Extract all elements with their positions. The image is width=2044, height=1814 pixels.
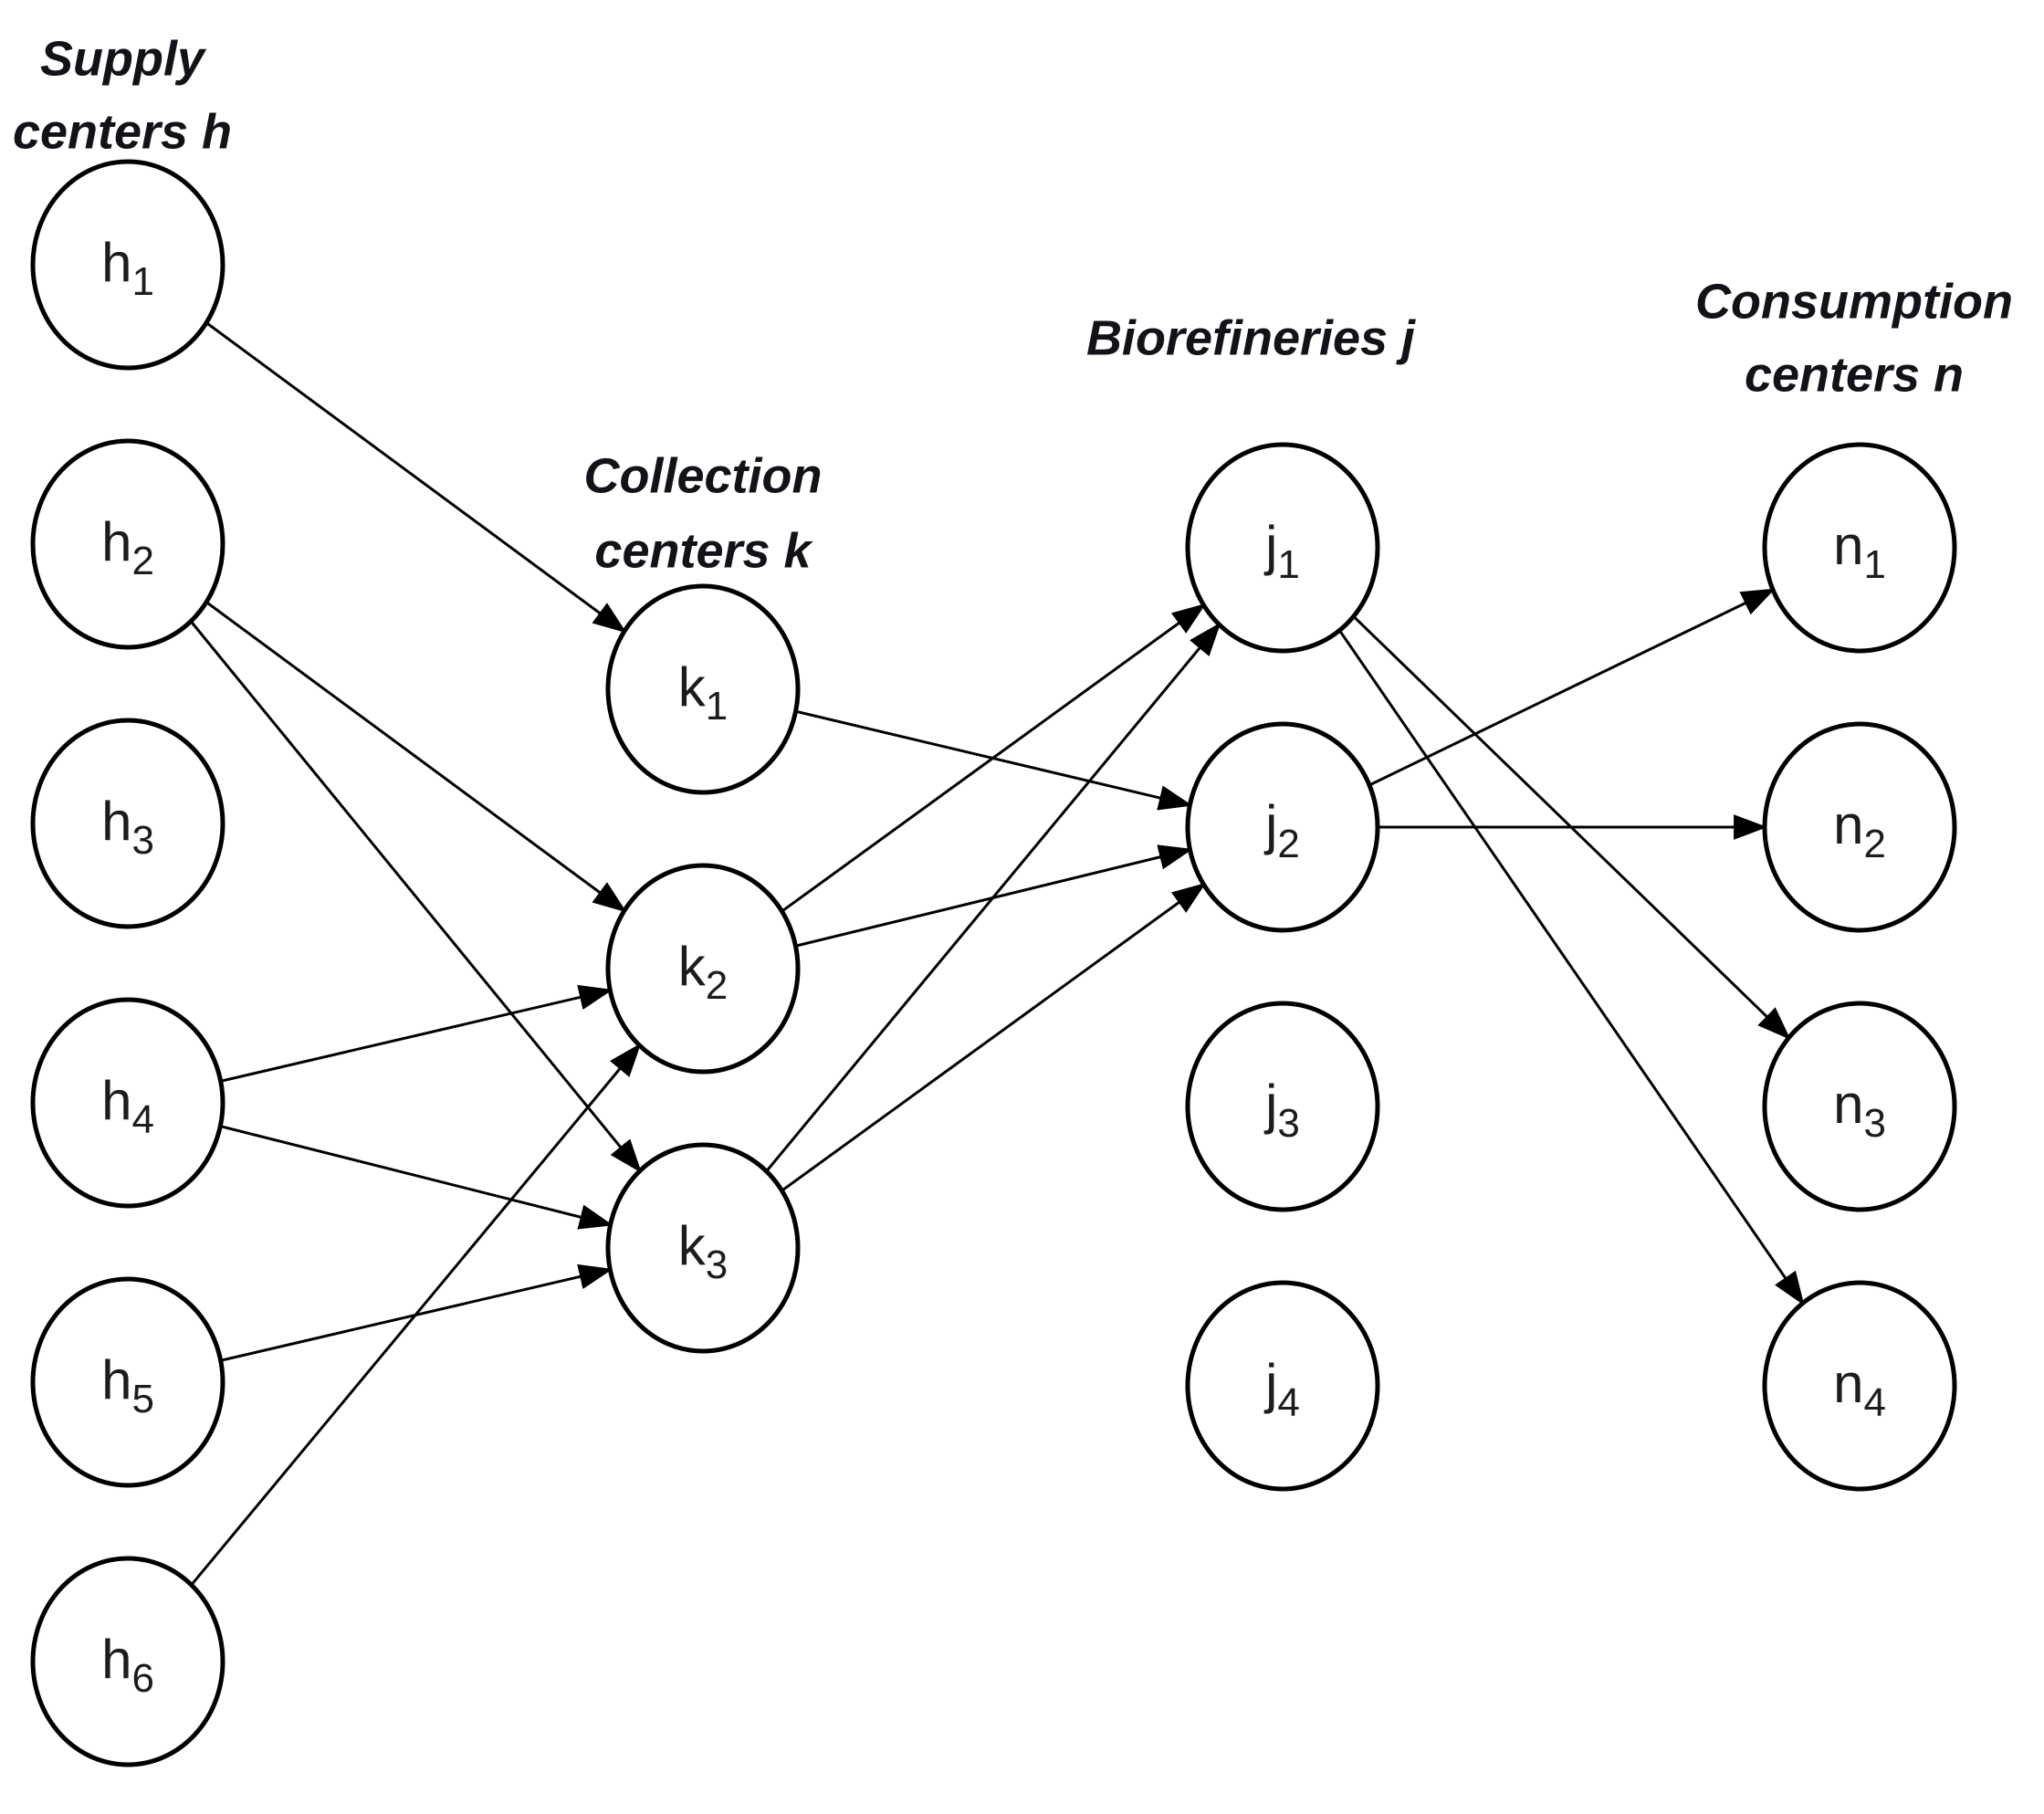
node-h2: h2 [30, 438, 225, 650]
node-n4: n4 [1762, 1280, 1957, 1492]
node-label-h6: h6 [101, 1629, 154, 1701]
node-circle-h3 [30, 718, 225, 929]
node-label-k2: k2 [678, 936, 728, 1008]
consumption-centers-header-line-1: Consumption [1695, 274, 2013, 329]
node-circle-k2 [605, 863, 801, 1075]
node-h6: h6 [30, 1556, 225, 1767]
edge-k3-j2 [781, 882, 1207, 1192]
edge-h4-k3 [219, 1125, 613, 1230]
node-circle-n1 [1762, 442, 1957, 654]
node-label-k3: k3 [678, 1215, 728, 1287]
node-j4: j4 [1185, 1280, 1380, 1492]
edges-layer [189, 321, 1805, 1587]
node-circle-j2 [1185, 721, 1380, 933]
node-label-h1: h1 [101, 232, 154, 304]
node-circle-n4 [1762, 1280, 1957, 1492]
edge-k3-j1 [765, 622, 1221, 1172]
node-circle-n2 [1762, 721, 1957, 933]
node-k1: k1 [605, 583, 801, 795]
biorefineries-header-line-1: Biorefineries j [1086, 310, 1416, 365]
node-n2: n2 [1762, 721, 1957, 933]
node-circle-k1 [605, 583, 801, 795]
node-h1: h1 [30, 159, 225, 371]
node-label-h2: h2 [101, 511, 154, 583]
node-label-j4: j4 [1263, 1353, 1300, 1425]
node-circle-k3 [605, 1142, 801, 1354]
node-circle-h6 [30, 1556, 225, 1767]
supply-centers-header-line-2: centers h [13, 104, 232, 159]
node-label-j2: j2 [1263, 794, 1300, 866]
edge-k2-j1 [781, 603, 1207, 913]
collection-centers-header-line-2: centers k [594, 523, 813, 578]
node-label-n2: n2 [1833, 794, 1886, 866]
node-circle-n3 [1762, 1001, 1957, 1212]
node-label-n1: n1 [1833, 515, 1886, 587]
headers-layer: Supply centers h Collection centers k Bioref… [13, 31, 2013, 578]
node-j1: j1 [1185, 442, 1380, 654]
node-h5: h5 [30, 1276, 225, 1488]
edge-j2-n1 [1368, 588, 1776, 787]
edge-h2-k2 [205, 601, 627, 913]
edge-j1-n4 [1338, 629, 1805, 1306]
node-label-j3: j3 [1263, 1074, 1300, 1146]
edge-h1-k1 [205, 321, 627, 634]
node-j3: j3 [1185, 1001, 1380, 1212]
edge-h4-k2 [220, 984, 613, 1083]
node-k3: k3 [605, 1142, 801, 1354]
nodes-layer: h1 h2 h3 h4 h5 h6 k1 k2 k3 j1 j2 j3 j4 n1 n2 n3 n4 [30, 159, 1957, 1767]
node-h3: h3 [30, 718, 225, 929]
node-n1: n1 [1762, 442, 1957, 654]
node-circle-h2 [30, 438, 225, 650]
node-label-n3: n3 [1833, 1074, 1886, 1146]
node-circle-h1 [30, 159, 225, 371]
collection-centers-header-line-1: Collection [583, 448, 822, 503]
node-circle-j3 [1185, 1001, 1380, 1212]
node-label-h3: h3 [101, 791, 154, 863]
node-circle-j4 [1185, 1280, 1380, 1492]
supply-centers-header-line-1: Supply [40, 31, 207, 86]
node-label-h4: h4 [101, 1070, 154, 1142]
edge-h6-k2 [190, 1043, 642, 1587]
node-circle-j1 [1185, 442, 1380, 654]
node-k2: k2 [605, 863, 801, 1075]
node-j2: j2 [1185, 721, 1380, 933]
node-label-j1: j1 [1263, 515, 1300, 587]
consumption-centers-header-line-2: centers n [1745, 347, 1964, 402]
node-n3: n3 [1762, 1001, 1957, 1212]
node-label-n4: n4 [1833, 1353, 1886, 1425]
node-h4: h4 [30, 997, 225, 1209]
node-circle-h5 [30, 1276, 225, 1488]
node-label-k1: k1 [678, 656, 728, 729]
edge-h2-k3 [189, 620, 642, 1173]
node-circle-h4 [30, 997, 225, 1209]
node-label-h5: h5 [101, 1349, 154, 1421]
